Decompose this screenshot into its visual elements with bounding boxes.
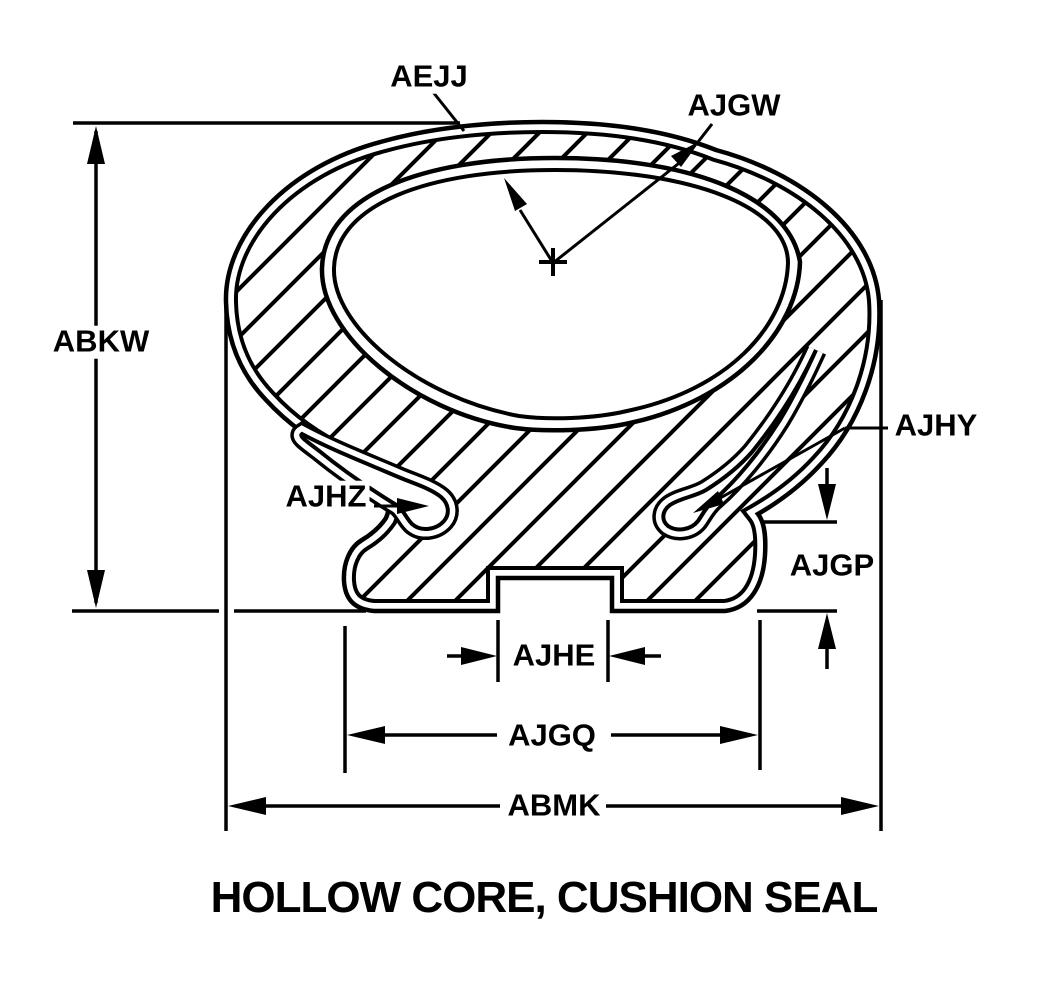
core-radius-arrow-shaft <box>518 209 555 264</box>
core-radius-arrowhead <box>504 178 527 211</box>
arrowheads <box>87 126 879 815</box>
ajgw-label-leader <box>696 123 714 143</box>
dimension-ajhe <box>447 620 661 682</box>
callout-abkw: ABKW <box>49 325 153 359</box>
ajhz-arrowhead <box>397 498 429 514</box>
ajgq-arrow-right <box>720 726 758 744</box>
ajgp-arrow-up <box>818 613 836 649</box>
ajhy-arrow-shaft <box>705 426 846 508</box>
callout-ajgq: AJGQ <box>505 719 599 753</box>
dimension-ajgq <box>343 620 762 773</box>
abkw-arrow-down <box>87 570 105 608</box>
ajgp-arrow-down <box>818 484 836 520</box>
drawing-title: HOLLOW CORE, CUSHION SEAL <box>210 873 879 922</box>
callout-ajgw: AJGW <box>684 89 784 123</box>
hollow-core-outer <box>319 155 803 433</box>
aejj-leader-line <box>431 91 466 132</box>
seal-cross-section <box>226 122 879 611</box>
dimension-lines <box>72 121 883 831</box>
abkw-arrow-up <box>87 126 105 164</box>
ajhe-arrow-right <box>609 647 645 665</box>
dimension-abkw <box>72 121 460 613</box>
ajgw-arrow-shaft <box>552 158 684 265</box>
callout-aejj: AEJJ <box>387 60 471 94</box>
hollow-core-inner <box>331 167 791 421</box>
callout-ajhy: AJHY <box>891 409 981 443</box>
abmk-arrow-left <box>228 797 266 815</box>
callout-ajhz: AJHZ <box>282 480 370 514</box>
callout-ajhe: AJHE <box>509 639 599 673</box>
ajgw-arrowhead <box>671 141 700 167</box>
ajhe-arrow-left <box>461 647 497 665</box>
callout-abmk: ABMK <box>504 789 604 823</box>
ajhy-arrowhead <box>693 491 724 513</box>
abmk-arrow-right <box>841 797 879 815</box>
dimension-abmk <box>224 300 883 831</box>
callout-ajgp: AJGP <box>786 549 878 583</box>
ajgq-arrow-left <box>347 726 385 744</box>
